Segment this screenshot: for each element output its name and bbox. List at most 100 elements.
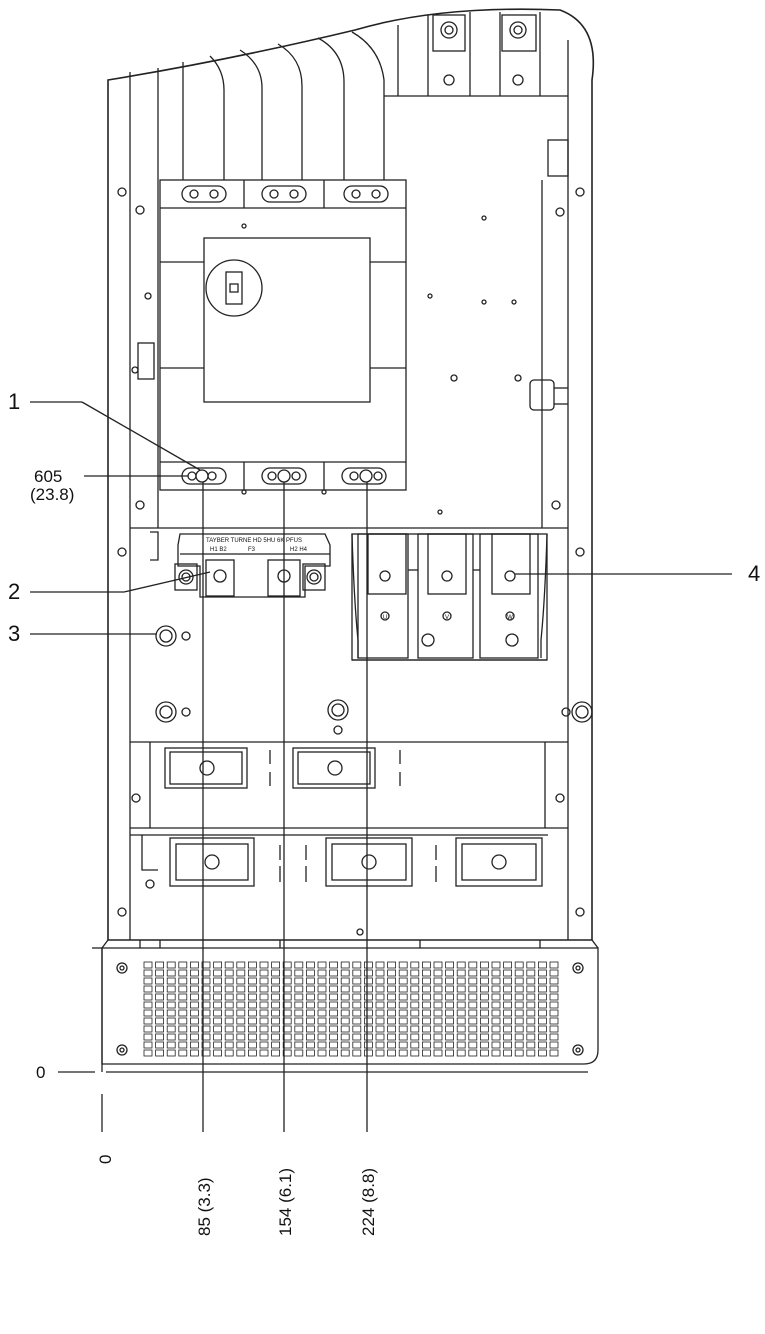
grille-hole (549, 1009, 559, 1017)
grille-hole (259, 985, 269, 993)
grille-hole (375, 1017, 385, 1025)
grille-hole (155, 1025, 165, 1033)
grille-hole (155, 1041, 165, 1049)
grille-hole (410, 1033, 420, 1041)
phase-marks: U V W (383, 615, 513, 621)
grille-hole (201, 1009, 211, 1017)
grille-hole (352, 1049, 362, 1057)
grille-hole (317, 1001, 327, 1009)
grille-hole (294, 961, 304, 969)
grille-hole (178, 985, 188, 993)
grille-hole (178, 977, 188, 985)
grille-hole (166, 1017, 176, 1025)
grille-hole (271, 1001, 281, 1009)
grille-hole (456, 1001, 466, 1009)
grille-hole (213, 969, 223, 977)
grille-hole (317, 1041, 327, 1049)
dim-605-inches: (23.8) (30, 485, 74, 504)
grille-hole (479, 961, 489, 969)
grille-hole (468, 977, 478, 985)
grille-hole (479, 1049, 489, 1057)
grille-hole (143, 1001, 153, 1009)
grille-hole (166, 985, 176, 993)
grille-hole (468, 1009, 478, 1017)
grille-hole (247, 1033, 257, 1041)
grille-hole (375, 977, 385, 985)
top-ribs (157, 12, 568, 180)
grille-hole (213, 985, 223, 993)
grille-hole (213, 993, 223, 1001)
grille-hole (479, 1009, 489, 1017)
grille-hole (224, 1009, 234, 1017)
grille-hole (375, 985, 385, 993)
dim-605-mm: 605 (34, 467, 62, 486)
grille-hole (317, 1049, 327, 1057)
grille-hole (514, 1049, 524, 1057)
grille-hole (398, 969, 408, 977)
cabinet-outline (107, 8, 595, 941)
grille-hole (491, 1033, 501, 1041)
grille-hole (375, 969, 385, 977)
grille-hole (282, 1041, 292, 1049)
grille-hole (329, 969, 339, 977)
grille-hole (410, 1017, 420, 1025)
grille-hole (375, 961, 385, 969)
grille-hole (143, 969, 153, 977)
grille-hole (549, 1001, 559, 1009)
grille-hole (329, 1001, 339, 1009)
phase-v: V (445, 615, 449, 621)
grille-hole (236, 977, 246, 985)
grille-hole (236, 985, 246, 993)
grille-hole (143, 961, 153, 969)
grille-hole (387, 1041, 397, 1049)
grille-hole (247, 961, 257, 969)
grille-hole (421, 1017, 431, 1025)
grille-hole (549, 1025, 559, 1033)
dim-origin: 0 (96, 1155, 115, 1164)
grille-hole (201, 1033, 211, 1041)
grille-hole (456, 985, 466, 993)
grille-hole (352, 993, 362, 1001)
grille-hole (445, 993, 455, 1001)
grille-hole (363, 1041, 373, 1049)
grille-hole (526, 1041, 536, 1049)
grille-hole (456, 1017, 466, 1025)
grille-hole (329, 1041, 339, 1049)
grille-hole (468, 1049, 478, 1057)
grille-hole (340, 993, 350, 1001)
grille-hole (294, 977, 304, 985)
grille-hole (189, 993, 199, 1001)
grille-hole (375, 1041, 385, 1049)
grille-hole (491, 1017, 501, 1025)
grille-hole (479, 969, 489, 977)
grille-hole (189, 1017, 199, 1025)
grille-hole (387, 961, 397, 969)
grille-hole (433, 1033, 443, 1041)
grille-hole (201, 961, 211, 969)
grille-hole (503, 977, 513, 985)
callout-1: 1 (8, 389, 20, 414)
grille-hole (398, 1025, 408, 1033)
grille-hole (503, 1049, 513, 1057)
side-screws (117, 187, 585, 936)
dim-85: 85 (3.3) (195, 1177, 214, 1236)
grille-hole (538, 1017, 547, 1025)
grille-hole (491, 993, 501, 1001)
grille-hole (387, 1025, 397, 1033)
grille-hole (491, 1001, 501, 1009)
grille-hole (236, 1033, 246, 1041)
grille-hole (201, 1041, 211, 1049)
grille-hole (213, 1009, 223, 1017)
grille-hole (433, 1017, 443, 1025)
grille-hole (340, 1025, 350, 1033)
grille-hole (398, 1049, 408, 1057)
grille-hole (387, 1017, 397, 1025)
grille-hole (155, 1017, 165, 1025)
grille-hole (526, 1033, 536, 1041)
grille-hole (398, 1009, 408, 1017)
grille-hole (491, 1009, 501, 1017)
grille-hole (282, 977, 292, 985)
grille-hole (421, 1033, 431, 1041)
grille-hole (363, 993, 373, 1001)
grille-hole (213, 1001, 223, 1009)
